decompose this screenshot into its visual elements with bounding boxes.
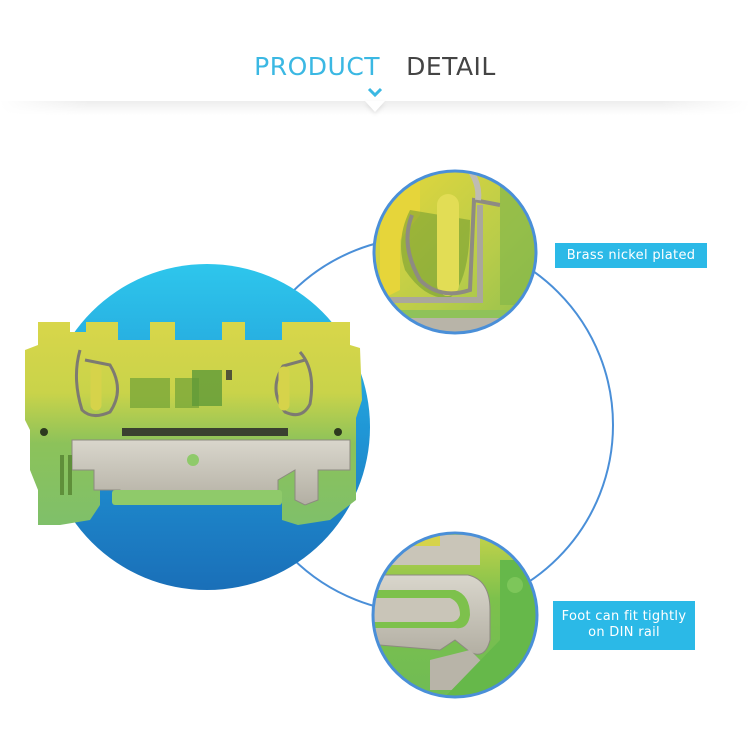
callout-label-line1: Foot can fit tightly [561,609,687,624]
divider-notch [365,101,385,112]
zoom-circle-foot [373,533,537,697]
zoom-circle-foot-border [371,531,539,699]
callout-label-din-rail: Foot can fit tightly on DIN rail [553,601,695,650]
title-word: DETAIL [406,52,496,81]
callout-label-line2: on DIN rail [588,625,660,640]
zoom-circle-spring [374,171,536,333]
section-header: PRODUCT DETAIL [0,0,750,115]
title-accent-word: PRODUCT [254,52,381,81]
page-title: PRODUCT DETAIL [0,52,750,82]
terminal-block-product [25,322,362,525]
zoom-circle-spring-border [372,169,538,335]
callout-label-brass: Brass nickel plated [555,243,707,268]
